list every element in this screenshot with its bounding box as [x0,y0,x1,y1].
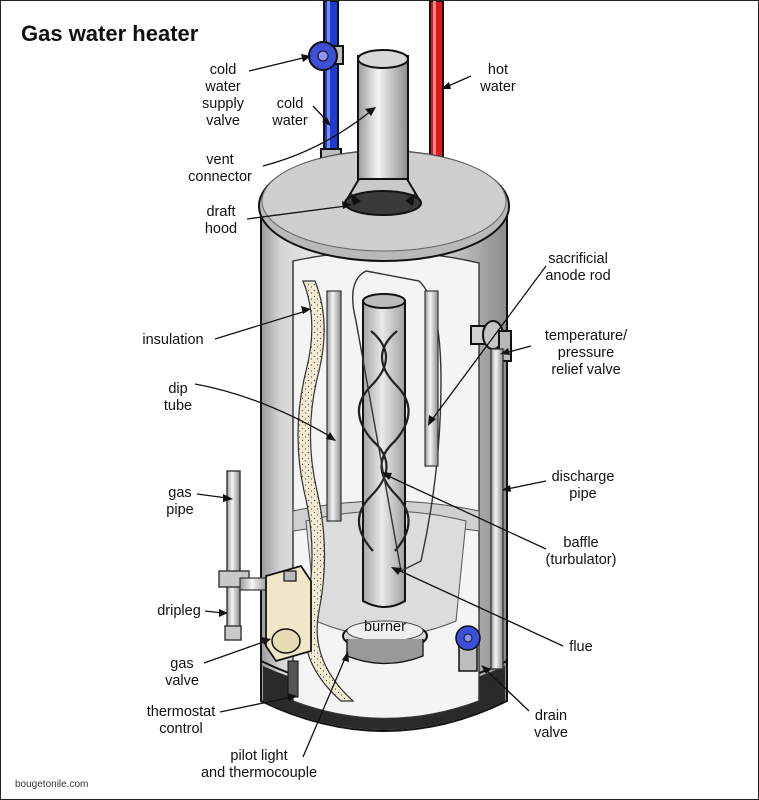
gas-valve-body [265,564,312,698]
discharge-pipe [490,348,504,670]
svg-text:pipe: pipe [569,486,596,502]
label-burner: burner [364,619,406,635]
label-drain-valve: drain valve [534,708,568,741]
svg-text:water: water [204,79,241,95]
svg-text:pilot light: pilot light [230,748,287,764]
burner [342,620,428,665]
svg-text:supply: supply [202,96,245,112]
diagram-title: Gas water heater [21,21,199,46]
svg-text:anode rod: anode rod [545,268,610,284]
svg-text:baffle: baffle [563,535,598,551]
label-cold-water: cold water [271,96,308,129]
svg-text:dip: dip [168,381,187,397]
label-cold-supply-valve: cold water supply valve [202,62,245,129]
label-flue: flue [569,639,592,655]
svg-text:control: control [159,721,203,737]
svg-text:gas: gas [170,656,193,672]
label-anode: sacrificial anode rod [545,251,610,284]
svg-text:hot: hot [488,62,508,78]
cold-supply-valve [308,41,344,71]
label-dripleg: dripleg [157,603,201,619]
gas-pipe-assembly [218,470,271,641]
label-gas-pipe: gas pipe [166,485,193,518]
svg-text:thermostat: thermostat [147,704,216,720]
svg-text:cold: cold [210,62,237,78]
svg-text:valve: valve [206,113,240,129]
label-hot-water: hot water [479,62,516,95]
label-insulation: insulation [142,332,203,348]
svg-text:drain: drain [535,708,567,724]
label-dip-tube: dip tube [164,381,192,414]
svg-text:water: water [271,113,308,129]
svg-text:valve: valve [534,725,568,741]
svg-text:pipe: pipe [166,502,193,518]
baffle [357,330,410,552]
svg-text:burner: burner [364,619,406,635]
label-vent-connector: vent connector [188,152,252,185]
label-gas-valve: gas valve [165,656,199,689]
label-discharge-pipe: discharge pipe [552,469,615,502]
svg-text:(turbulator): (turbulator) [546,552,617,568]
svg-text:discharge: discharge [552,469,615,485]
svg-text:dripleg: dripleg [157,603,201,619]
drain-valve [455,625,481,672]
cold-water-pipe [320,1,342,174]
baffle-cutaway [352,270,442,573]
svg-text:sacrificial: sacrificial [548,251,608,267]
draft-hood [344,178,422,216]
leader-lines [194,54,564,758]
svg-text:hood: hood [205,221,237,237]
svg-text:flue: flue [569,639,592,655]
svg-text:insulation: insulation [142,332,203,348]
label-thermostat: thermostat control [147,704,216,737]
svg-text:pressure: pressure [558,345,614,361]
label-baffle: baffle (turbulator) [546,535,617,568]
label-draft-hood: draft hood [205,204,237,237]
vent-connector [357,49,409,187]
svg-text:connector: connector [188,169,252,185]
label-pilot: pilot light and thermocouple [201,748,317,781]
svg-text:valve: valve [165,673,199,689]
watermark: bougetonile.com [15,779,88,790]
dip-tube [326,290,342,522]
anode-rod [424,290,439,467]
svg-text:tube: tube [164,398,192,414]
svg-text:relief valve: relief valve [551,362,620,378]
svg-text:water: water [479,79,516,95]
svg-text:temperature/: temperature/ [545,328,628,344]
label-tp-valve: temperature/ pressure relief valve [545,328,628,378]
svg-text:vent: vent [206,152,233,168]
svg-text:gas: gas [168,485,191,501]
svg-text:draft: draft [206,204,235,220]
svg-text:and thermocouple: and thermocouple [201,765,317,781]
svg-text:cold: cold [277,96,304,112]
valve-handle-icon [455,625,481,651]
valve-handle-icon [308,41,338,71]
